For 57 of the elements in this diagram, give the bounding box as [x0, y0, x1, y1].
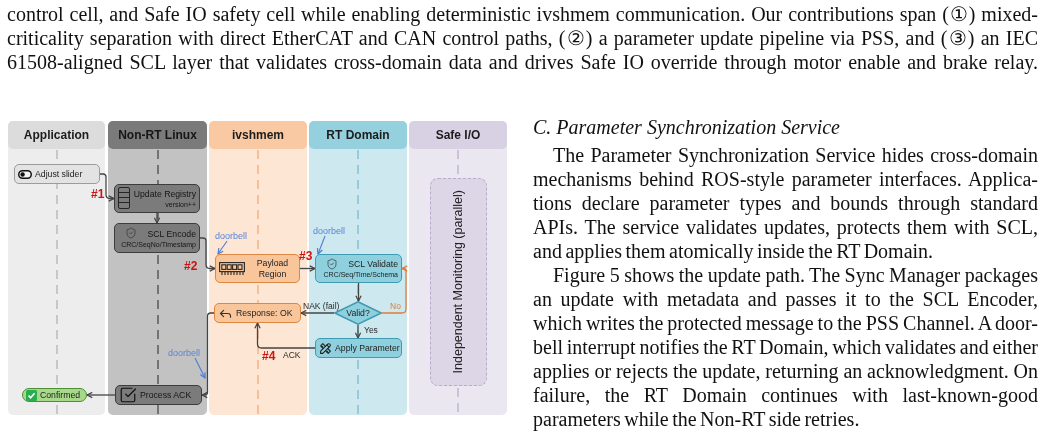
node-label: Valid?	[346, 307, 370, 319]
node-label: Update Registry	[133, 188, 196, 200]
node-label: Adjust slider	[35, 168, 83, 180]
process-box	[114, 223, 200, 253]
swimlane	[8, 121, 105, 415]
node-label: SCL Encode	[147, 227, 196, 240]
arrow	[300, 309, 335, 317]
dashed-region	[430, 178, 487, 386]
process-box	[114, 184, 200, 213]
pointer-arrow	[194, 357, 206, 379]
step-number: #2	[184, 259, 198, 273]
arrow	[86, 391, 116, 399]
lane-header: Safe I/O	[409, 121, 507, 149]
arrow	[354, 324, 362, 339]
node-label: SCL Validate	[348, 258, 398, 270]
process-box	[215, 254, 300, 283]
lane-header: ivshmem	[209, 121, 307, 149]
annotation-text: doorbell	[168, 348, 202, 358]
section-heading: C. Parameter Synchronization Service	[533, 115, 841, 139]
node-label: Confirmed	[40, 389, 81, 401]
body-paragraph: The Parameter Synchronization Service hides cross-domain mechanisms behind ROS-style parameter interfaces. Applica-tions declare parameter types and bounds through standard APIs. The service validates updates, protects them with SCL, and applies them atomically inside the RT Domain.	[533, 143, 1038, 263]
edge-label: ACK	[283, 350, 301, 360]
lane-header: Non-RT Linux	[108, 121, 207, 149]
lane-header: Application	[8, 121, 105, 149]
vertical-label: Independent Monitoring (parallel)	[451, 190, 466, 374]
body-paragraph: control cell, and Safe IO safety cell while enabling deterministic ivshmem communication. Our contributions span (①) mixed-criticality separation with direct EtherCAT and CAN control paths, (②) a parameter update pipeline via PSS, and (③) an IEC 61508-aligned SCL layer that validates cross-domain data and drives Safe IO override through motor enable and brake relay.	[7, 2, 1038, 74]
annotation-text: doorbell	[313, 226, 347, 236]
annotation-text: doorbell	[215, 231, 249, 241]
process-box	[214, 303, 301, 323]
arrow	[254, 322, 316, 349]
step-number: #3	[299, 249, 313, 263]
process-box	[115, 385, 202, 405]
swimlane	[108, 121, 207, 415]
pointer-arrow	[316, 235, 326, 255]
arrow	[381, 265, 408, 314]
edge-label: Yes	[364, 325, 378, 335]
process-box	[315, 338, 402, 358]
arrow	[299, 265, 316, 272]
step-number: #1	[91, 187, 105, 201]
arrow	[201, 312, 215, 399]
body-paragraph: Figure 5 shows the update path. The Sync Manager packages an update with metadata and passes it to the SCL Encoder, which writes the protected message to the PSS Channel. A door-bell interrupt notifies the RT Domain, which validates and either applies or rejects the update, returning an acknowledgment. On failure, the RT Domain continues with last-known-good parameters while the Non-RT side retries.	[533, 263, 1038, 431]
process-box	[14, 164, 100, 184]
arrow	[355, 282, 362, 302]
arrow	[99, 173, 115, 202]
arrow	[153, 212, 161, 224]
pointer-arrow	[217, 240, 228, 255]
node-label: Response: OK	[236, 307, 293, 319]
node-label: Payload Region	[255, 257, 290, 280]
edge-label: NAK (fail)	[303, 301, 340, 311]
node-label: Process ACK	[140, 389, 192, 401]
lane-header: RT Domain	[309, 121, 407, 149]
node-label: Apply Parameter	[335, 342, 400, 354]
swimlane	[409, 121, 507, 415]
process-box	[315, 254, 402, 283]
edge-label: No	[390, 301, 401, 311]
step-number: #4	[262, 349, 276, 363]
status-pill	[22, 388, 87, 402]
